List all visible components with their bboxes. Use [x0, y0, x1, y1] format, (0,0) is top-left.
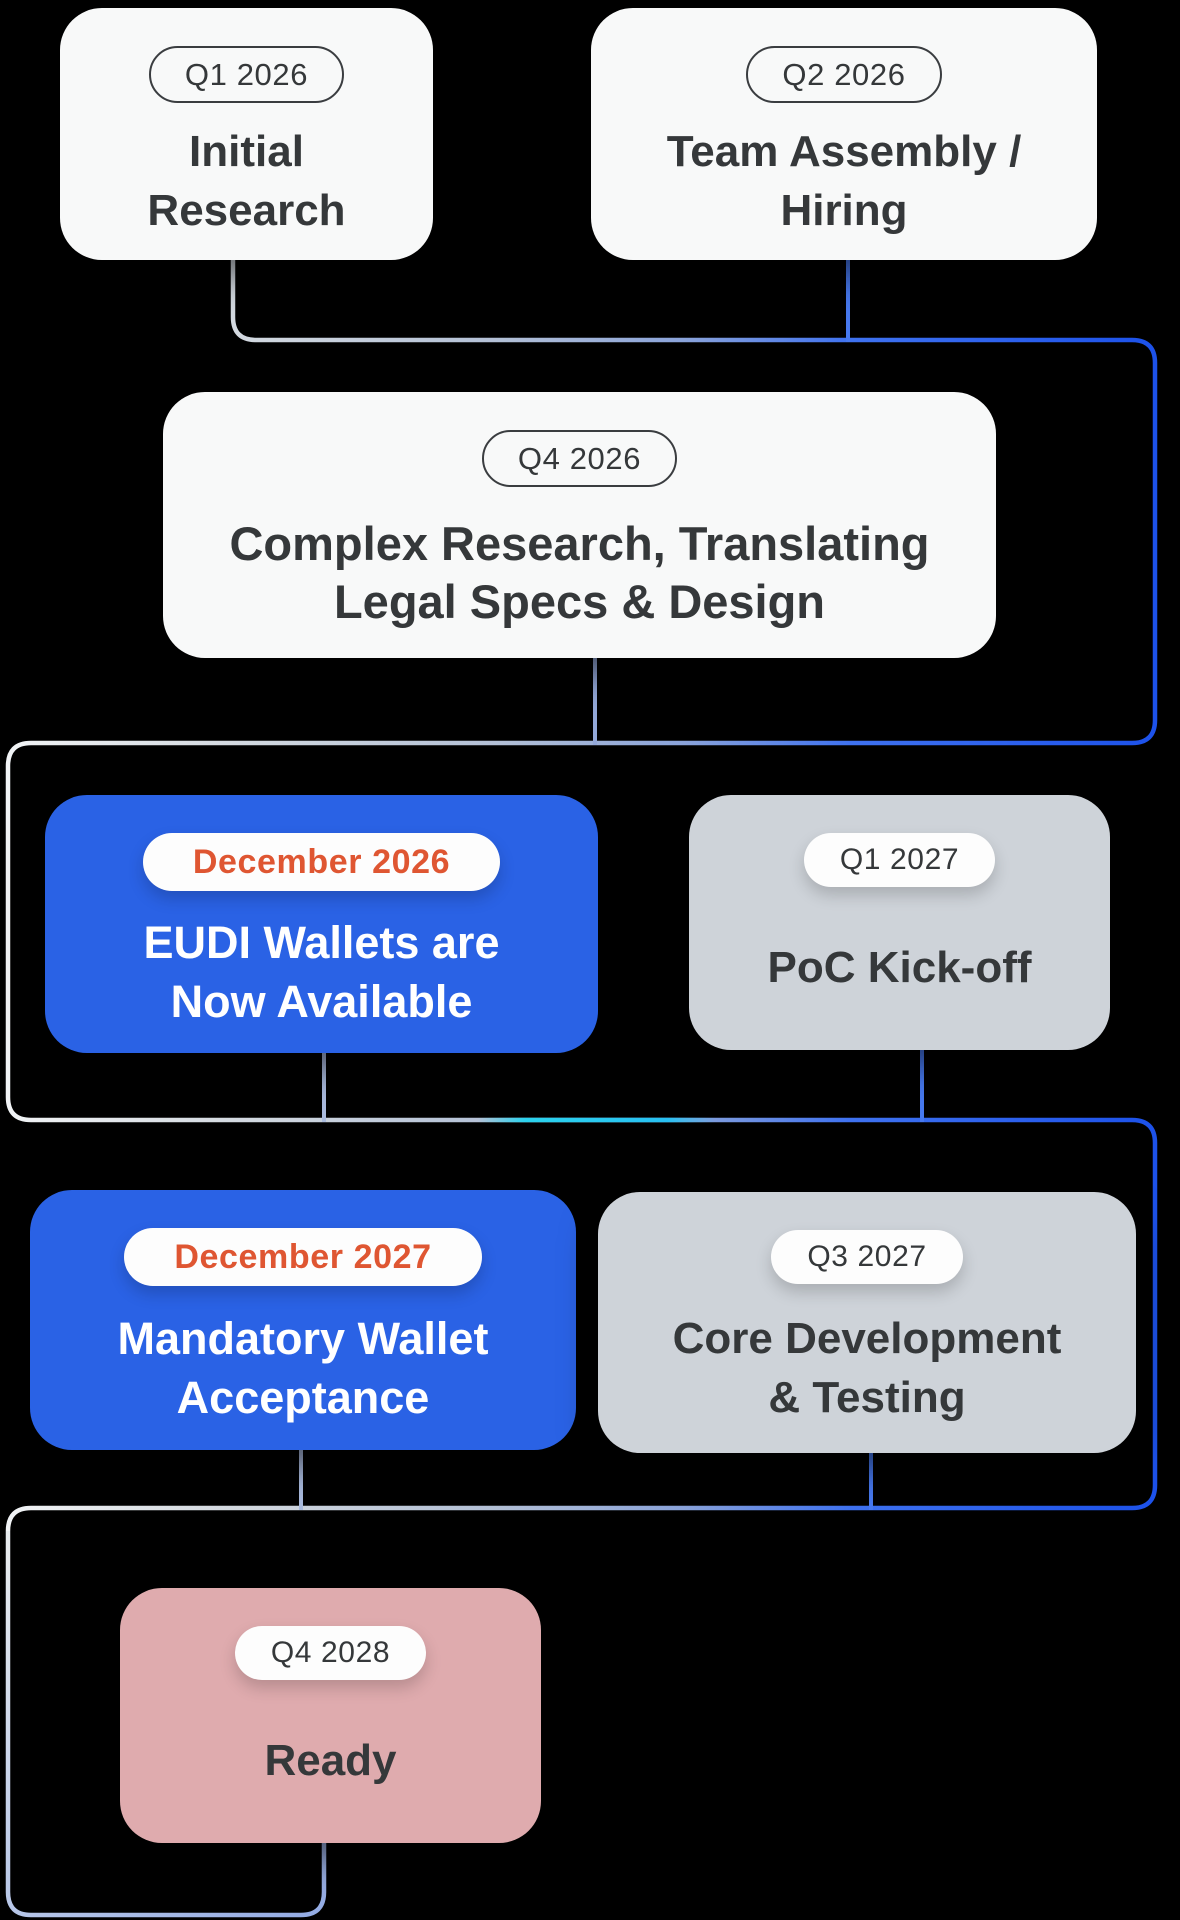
connector-spine	[5, 248, 1158, 1532]
date-badge: December 2027	[124, 1228, 482, 1286]
node-title-wrap: Complex Research, Translating Legal Spec…	[163, 487, 996, 658]
quarter-badge: Q3 2027	[771, 1230, 963, 1284]
node-title: Ready	[264, 1736, 397, 1786]
node-title: PoC Kick-off	[767, 943, 1032, 993]
node-q1-2027-poc-kickoff: Q1 2027 PoC Kick-off	[689, 795, 1110, 1050]
node-title-wrap: PoC Kick-off	[689, 887, 1110, 1050]
node-title-wrap: Core Development & Testing	[598, 1284, 1136, 1453]
node-title-wrap: Ready	[120, 1680, 541, 1843]
node-q2-2026-team-assembly: Q2 2026 Team Assembly / Hiring	[591, 8, 1097, 260]
node-title: Core Development & Testing	[672, 1314, 1062, 1422]
node-title: Team Assembly / Hiring	[666, 127, 1022, 235]
node-q4-2026-complex-research: Q4 2026 Complex Research, Translating Le…	[163, 392, 996, 658]
quarter-badge: Q4 2026	[481, 430, 678, 487]
node-title-wrap: Mandatory Wallet Acceptance	[30, 1286, 576, 1450]
quarter-badge: Q4 2028	[234, 1626, 427, 1680]
node-q3-2027-core-development: Q3 2027 Core Development & Testing	[598, 1192, 1136, 1453]
date-badge: December 2026	[142, 833, 501, 891]
node-title: Complex Research, Translating Legal Spec…	[229, 517, 930, 628]
quarter-badge: Q2 2026	[746, 46, 942, 103]
node-title-wrap: Team Assembly / Hiring	[591, 103, 1097, 260]
node-title-wrap: EUDI Wallets are Now Available	[45, 891, 598, 1053]
node-q1-2026-initial-research: Q1 2026 Initial Research	[60, 8, 433, 260]
quarter-badge: Q1 2027	[803, 833, 996, 887]
node-dec-2026-eudi-wallets: December 2026 EUDI Wallets are Now Avail…	[45, 795, 598, 1053]
node-title-wrap: Initial Research	[60, 103, 433, 260]
node-title: Mandatory Wallet Acceptance	[117, 1312, 489, 1423]
node-title: EUDI Wallets are Now Available	[143, 916, 500, 1027]
node-q4-2028-ready: Q4 2028 Ready	[120, 1588, 541, 1843]
node-dec-2027-mandatory-wallet: December 2027 Mandatory Wallet Acceptanc…	[30, 1190, 576, 1450]
node-title: Initial Research	[147, 127, 346, 235]
quarter-badge: Q1 2026	[148, 46, 345, 103]
connector-tail-to-ready	[5, 1531, 327, 1918]
